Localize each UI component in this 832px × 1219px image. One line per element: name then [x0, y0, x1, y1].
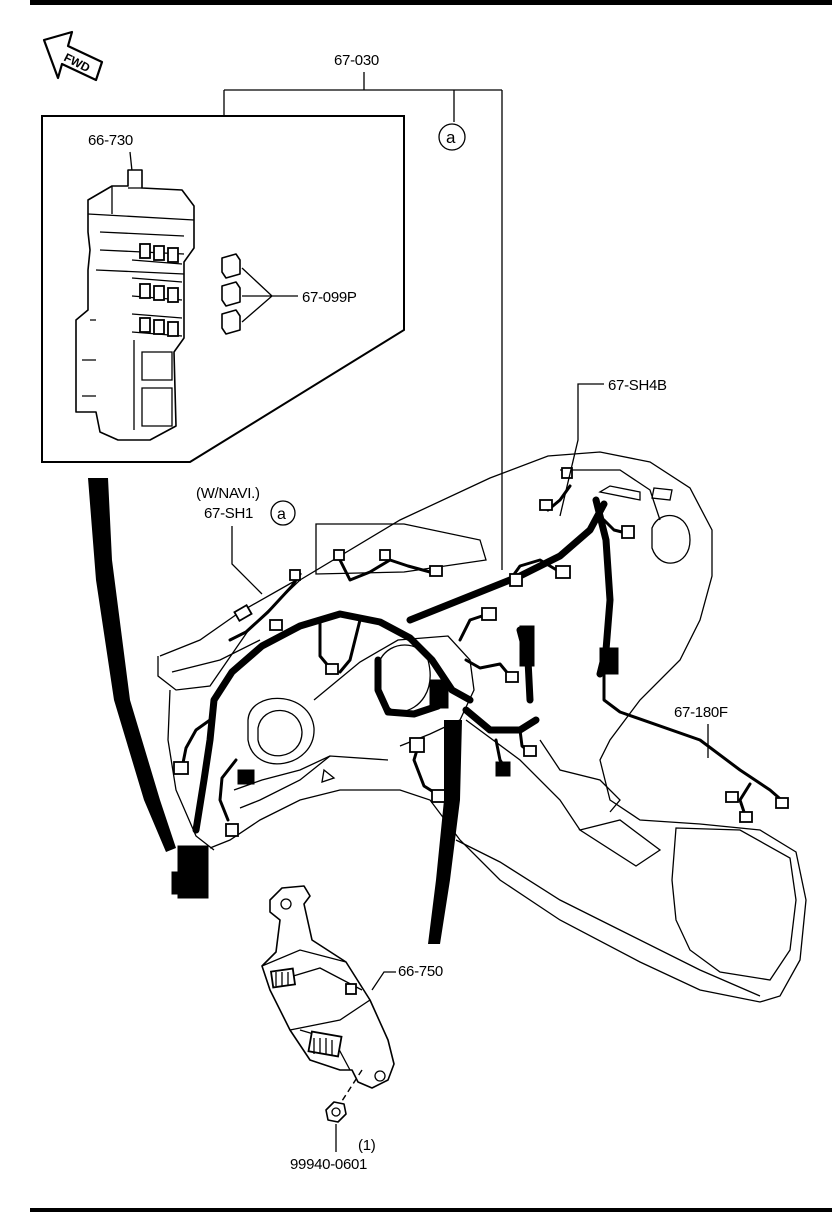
fuse-set-drawing: [221, 253, 298, 335]
callout-a-top: a: [438, 123, 466, 151]
module-66-750-drawing: [261, 885, 395, 1089]
module-leader-swoosh: [428, 720, 462, 944]
harness-connectors: [171, 467, 789, 899]
label-nut-qty: (1): [358, 1137, 376, 1154]
fuse-block-drawing: [75, 169, 195, 441]
label-66-730: 66-730: [88, 132, 133, 149]
label-67-sh1: 67-SH1: [204, 505, 253, 522]
fuse-block-inset-frame: [41, 115, 405, 463]
leader-67-sh1: [231, 526, 263, 595]
label-66-750: 66-750: [398, 963, 443, 980]
nut-centerline: [339, 1069, 363, 1105]
callout-a-top-label: a: [446, 128, 456, 147]
callout-a-navi-label: a: [277, 506, 286, 523]
main-wire-harness: [180, 484, 788, 834]
dashboard-outline: [157, 451, 807, 1003]
leader-66-750: [371, 971, 396, 991]
label-67-sh4b: 67-SH4B: [608, 377, 667, 394]
nut-drawing: [325, 1101, 347, 1123]
label-67-099p: 67-099P: [302, 289, 357, 306]
callout-a-navi: a: [270, 500, 296, 526]
leader-67-sh4b: [559, 383, 604, 517]
top-rule: [30, 0, 832, 5]
label-w-navi: (W/NAVI.): [196, 485, 260, 502]
fwd-arrow-icon: FWD: [42, 30, 104, 82]
label-99940-0601: 99940-0601: [290, 1156, 367, 1173]
label-67-030: 67-030: [334, 52, 379, 69]
bottom-rule: [30, 1208, 832, 1212]
bracket-67-030: [223, 72, 503, 570]
label-67-180f: 67-180F: [674, 704, 728, 721]
inset-leader-swoosh: [88, 478, 176, 852]
